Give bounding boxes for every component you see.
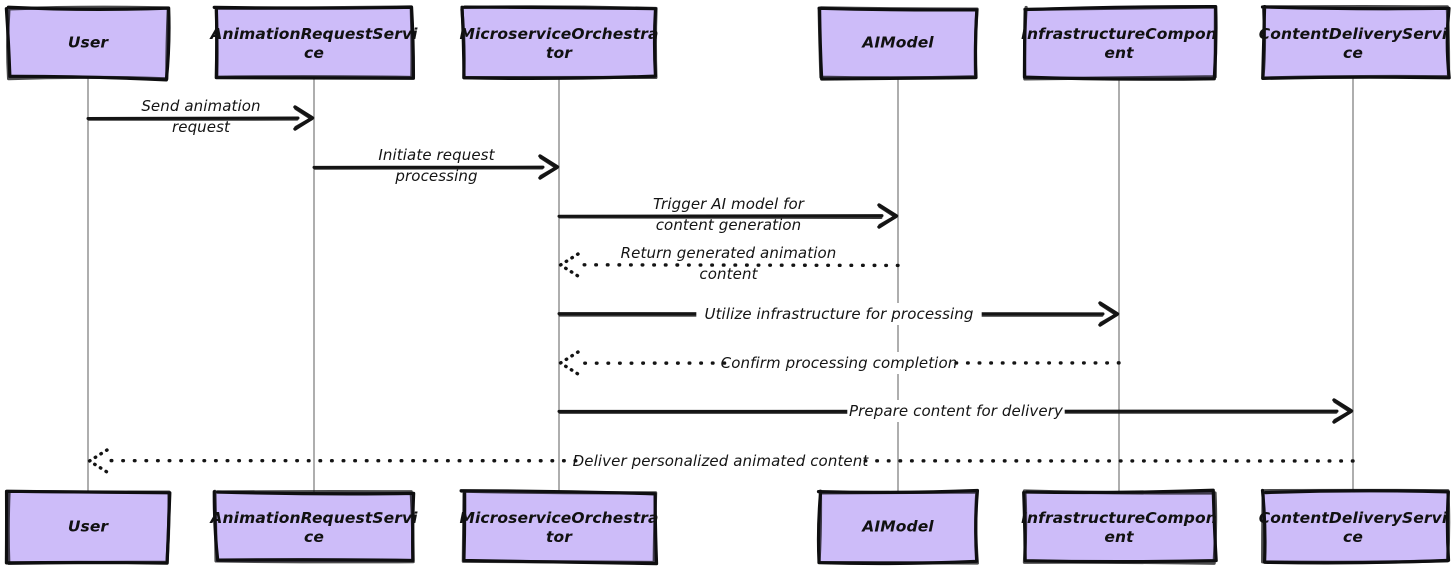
actor-box-ai_model-top[interactable]: AIModel [817, 6, 979, 81]
label-backdrop-upper [626, 243, 831, 263]
actor-box-ai_model-bottom[interactable]: AIModel [816, 488, 980, 566]
actor-box-fill [1264, 8, 1448, 78]
arrow-head-2 [1099, 302, 1119, 326]
label-backdrop [726, 352, 952, 374]
message-4[interactable]: Utilize infrastructure for processing [557, 301, 1120, 327]
actor-box-fill [463, 492, 655, 562]
label-backdrop [696, 303, 982, 325]
actor-box-fill [1264, 492, 1448, 562]
actor-box-fill [216, 8, 412, 78]
label-backdrop-upper [144, 96, 258, 116]
actor-label-ai_model: AIModel [861, 518, 934, 536]
label-backdrop-upper [372, 145, 501, 165]
message-line [573, 263, 900, 268]
actor-label-user: User [68, 34, 110, 52]
actor-box-fill [8, 492, 168, 562]
actor-box-user-top[interactable]: User [4, 5, 171, 82]
actor-box-user-bottom[interactable]: User [4, 489, 172, 565]
label-backdrop [847, 400, 1065, 422]
actor-box-outline-2 [5, 489, 171, 565]
actor-box-fill [820, 492, 976, 562]
message-5[interactable]: Confirm processing completion [558, 350, 1121, 376]
actor-box-fill [8, 8, 168, 78]
arrow-head [558, 252, 580, 278]
actor-box-outline-2 [6, 5, 170, 81]
actor-box-outline-2 [460, 489, 658, 565]
actor-box-outline-2 [1261, 5, 1451, 80]
message-6[interactable]: Prepare content for delivery [557, 398, 1354, 424]
actor-box-outline-2 [1261, 488, 1451, 564]
actor-label-user: User [68, 518, 110, 536]
arrow-head-2 [294, 106, 314, 130]
actor-box-fill [1025, 492, 1215, 562]
actor-box-outline-2 [1022, 489, 1218, 565]
actor-box-outline-2 [817, 489, 979, 565]
actor-box-outline-2 [213, 489, 415, 564]
arrow-head [87, 448, 109, 474]
label-backdrop-upper [649, 194, 808, 214]
label-backdrop-lower [144, 121, 258, 141]
actor-box-fill [1025, 8, 1215, 78]
arrow-head-2 [878, 204, 898, 228]
actor-box-fill [216, 492, 412, 562]
lifelines-layer [87, 78, 1354, 492]
arrow-head-2 [1333, 399, 1353, 423]
message-label: Utilize infrastructure for processing [705, 305, 974, 323]
message-7[interactable]: Deliver personalized animated content [87, 448, 1355, 474]
actor-box-outline-2 [214, 5, 414, 80]
actor-box-outline-2 [460, 5, 658, 80]
label-backdrop-lower [649, 219, 808, 239]
arrow-head [558, 350, 580, 376]
actor-box-outline-2 [1022, 5, 1218, 81]
actor-box-fill [463, 8, 655, 78]
actor-box-fill [820, 8, 976, 78]
label-backdrop [577, 450, 864, 472]
label-backdrop-lower [626, 268, 831, 288]
actor-box-outline-2 [817, 6, 979, 80]
actor-label-ai_model: AIModel [861, 34, 934, 52]
arrow-head-2 [539, 155, 559, 179]
message-label: Confirm processing completion [721, 354, 958, 372]
label-backdrop-lower [372, 170, 501, 190]
message-label: Deliver personalized animated content [573, 452, 870, 470]
message-label: Prepare content for delivery [849, 402, 1064, 420]
